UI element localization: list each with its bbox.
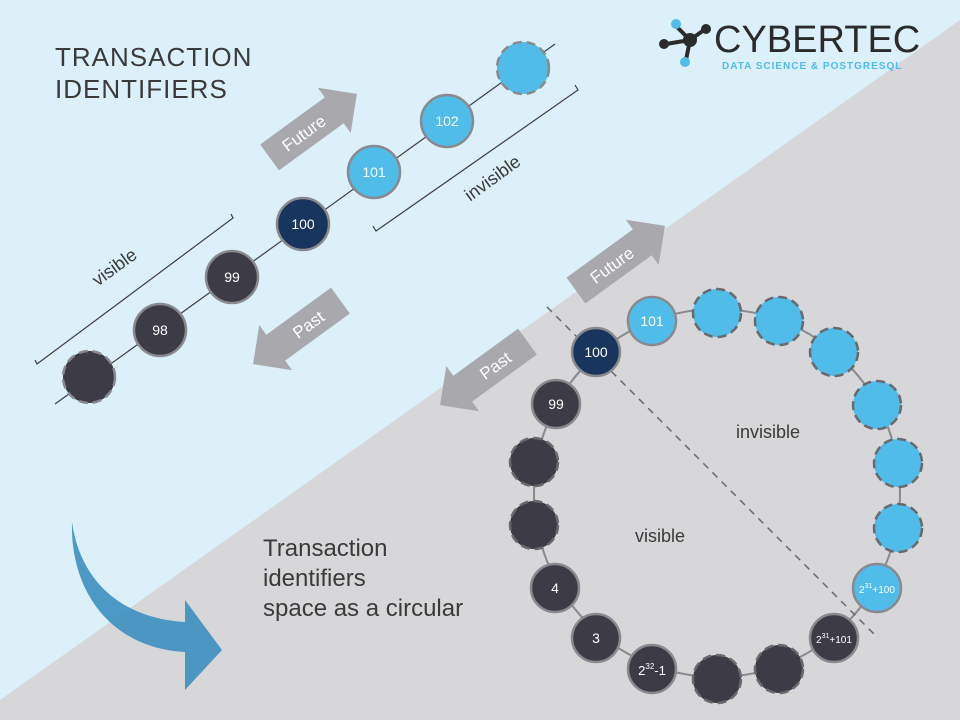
circular-caption-line-2: identifiers (263, 565, 366, 592)
node-label: 98 (152, 322, 168, 338)
top-node-102: 102 (419, 93, 475, 149)
top-node-unknown-past (61, 349, 117, 405)
node-label: 99 (548, 396, 564, 412)
top-node-100: 100 (275, 196, 331, 252)
circle-node-past-dashed (508, 436, 805, 705)
node-label: 232-1 (638, 662, 666, 678)
circle-node-3: 3 (570, 612, 622, 664)
light-blue-background (0, 0, 960, 700)
node-label: 101 (640, 313, 664, 329)
logo-tagline: DATA SCIENCE & POSTGRESQL (722, 61, 902, 72)
circle-node-101: 101 (626, 295, 678, 347)
node-label: 231+101 (816, 633, 852, 646)
top-node-99: 99 (204, 249, 260, 305)
circle-invisible-label: invisible (736, 422, 800, 442)
circle-node-2-31-plus-100: 231+100 (851, 562, 903, 614)
node-label: 102 (435, 113, 459, 129)
node-label: 100 (291, 216, 315, 232)
top-node-98: 98 (132, 302, 188, 358)
node-label: 101 (362, 164, 386, 180)
circle-node-2-31-plus-101: 231+101 (808, 612, 860, 664)
circle-node-2-32-minus-1: 232-1 (626, 643, 678, 695)
top-node-101: 101 (346, 144, 402, 200)
circular-caption-line-3: space as a circular (263, 595, 463, 622)
node-label: 4 (551, 580, 559, 596)
node-label: 231+100 (859, 583, 895, 596)
node-label: 100 (584, 344, 608, 360)
circle-visible-label: visible (635, 526, 685, 546)
logo-name: CYBERTEC (714, 19, 920, 61)
circular-caption-line-1: Transaction (263, 535, 388, 562)
circle-node-100: 100 (570, 326, 622, 378)
curved-arrow-icon (71, 522, 223, 690)
circle-node-future-dashed (691, 287, 924, 554)
visible-bracket (34, 213, 234, 365)
title-line-2: IDENTIFIERS (55, 74, 228, 104)
title-line-1: TRANSACTION (55, 42, 252, 72)
node-label: 3 (592, 630, 600, 646)
cybertec-logo: CYBERTEC DATA SCIENCE & POSTGRESQL (659, 19, 920, 72)
circle-node-4: 4 (529, 562, 581, 614)
invisible-bracket (372, 84, 579, 232)
circle-node-99: 99 (530, 378, 582, 430)
node-label: 99 (224, 269, 240, 285)
circle-future-arrow: Future (566, 219, 665, 304)
top-node-unknown-future (495, 40, 551, 96)
molecule-icon (659, 19, 711, 67)
